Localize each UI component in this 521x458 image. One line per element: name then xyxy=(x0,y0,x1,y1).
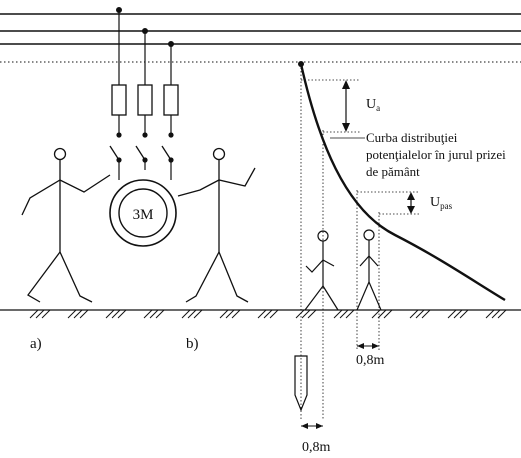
person-b xyxy=(177,147,256,303)
hatch-mark xyxy=(41,309,51,319)
hatch-mark xyxy=(73,309,83,319)
step-distance-dimension xyxy=(357,343,379,349)
curve-caption-line-3: de pământ xyxy=(366,164,420,179)
hatch-mark xyxy=(219,309,229,319)
hatch-mark xyxy=(301,309,311,319)
person-touch xyxy=(304,230,339,311)
hatch-mark xyxy=(415,309,425,319)
hatch-mark xyxy=(149,309,159,319)
hatch-mark xyxy=(117,309,127,319)
hatch-mark xyxy=(485,309,495,319)
label-part-a: a) xyxy=(30,336,42,352)
hatch-mark xyxy=(421,309,431,319)
hatch-mark xyxy=(383,309,393,319)
hatch-mark xyxy=(459,309,469,319)
person-step-head xyxy=(363,229,375,241)
hatch-mark xyxy=(67,309,77,319)
upas-label: Upas xyxy=(430,195,453,211)
motor-feed-wires xyxy=(118,160,172,180)
hatch-mark xyxy=(257,309,267,319)
person-step xyxy=(356,229,382,311)
fuse-2 xyxy=(137,84,153,116)
hatch-mark xyxy=(155,309,165,319)
hatch-mark xyxy=(339,309,349,319)
fuse-1 xyxy=(111,84,127,116)
hatch-mark xyxy=(181,309,191,319)
hatch-mark xyxy=(143,309,153,319)
ground-electrode xyxy=(294,355,308,412)
hatch-mark xyxy=(225,309,235,319)
fuse-3 xyxy=(163,84,179,116)
hatch-mark xyxy=(409,309,419,319)
feeder-wires xyxy=(118,10,172,133)
hatch-mark xyxy=(79,309,89,319)
step-distance-label: 0,8m xyxy=(356,353,385,368)
hatch-mark xyxy=(307,309,317,319)
hatch-mark xyxy=(345,309,355,319)
touch-distance-label: 0,8m xyxy=(302,440,331,455)
switch-contacts xyxy=(116,132,174,163)
hatch-mark xyxy=(491,309,501,319)
switch-blades xyxy=(109,145,172,161)
hatch-mark xyxy=(269,309,279,319)
ua-arrow xyxy=(342,80,350,132)
hatch-mark xyxy=(377,309,387,319)
motor-label: 3M xyxy=(133,207,154,223)
hatch-mark xyxy=(111,309,121,319)
hatch-mark xyxy=(105,309,115,319)
person-a-head xyxy=(53,147,67,161)
motor-3m: 3M xyxy=(109,179,177,247)
label-part-b: b) xyxy=(186,336,199,352)
hatch-mark xyxy=(29,309,39,319)
hatch-mark xyxy=(231,309,241,319)
power-lines xyxy=(0,13,521,45)
hatch-mark xyxy=(333,309,343,319)
person-b-head xyxy=(212,147,226,161)
person-a xyxy=(21,147,111,303)
motor-inner xyxy=(118,188,168,238)
hatch-mark xyxy=(497,309,507,319)
curve-caption-line-2: potenţialelor în jurul prizei xyxy=(366,147,506,162)
potential-curve xyxy=(299,63,506,302)
curve-caption: Curba distribuţiei potenţialelor în juru… xyxy=(330,130,506,179)
fuses xyxy=(111,84,179,116)
upas-arrow xyxy=(407,192,415,214)
curve-caption-line-1: Curba distribuţiei xyxy=(366,130,458,145)
hatch-mark xyxy=(453,309,463,319)
ground-hatching xyxy=(29,309,507,319)
motor-housing xyxy=(109,179,177,247)
hatch-mark xyxy=(263,309,273,319)
hatch-mark xyxy=(295,309,305,319)
hatch-mark xyxy=(35,309,45,319)
hatch-mark xyxy=(447,309,457,319)
ua-label: Ua xyxy=(366,97,380,113)
touch-distance-dimension xyxy=(301,423,323,429)
hatch-mark xyxy=(193,309,203,319)
hatch-mark xyxy=(187,309,197,319)
